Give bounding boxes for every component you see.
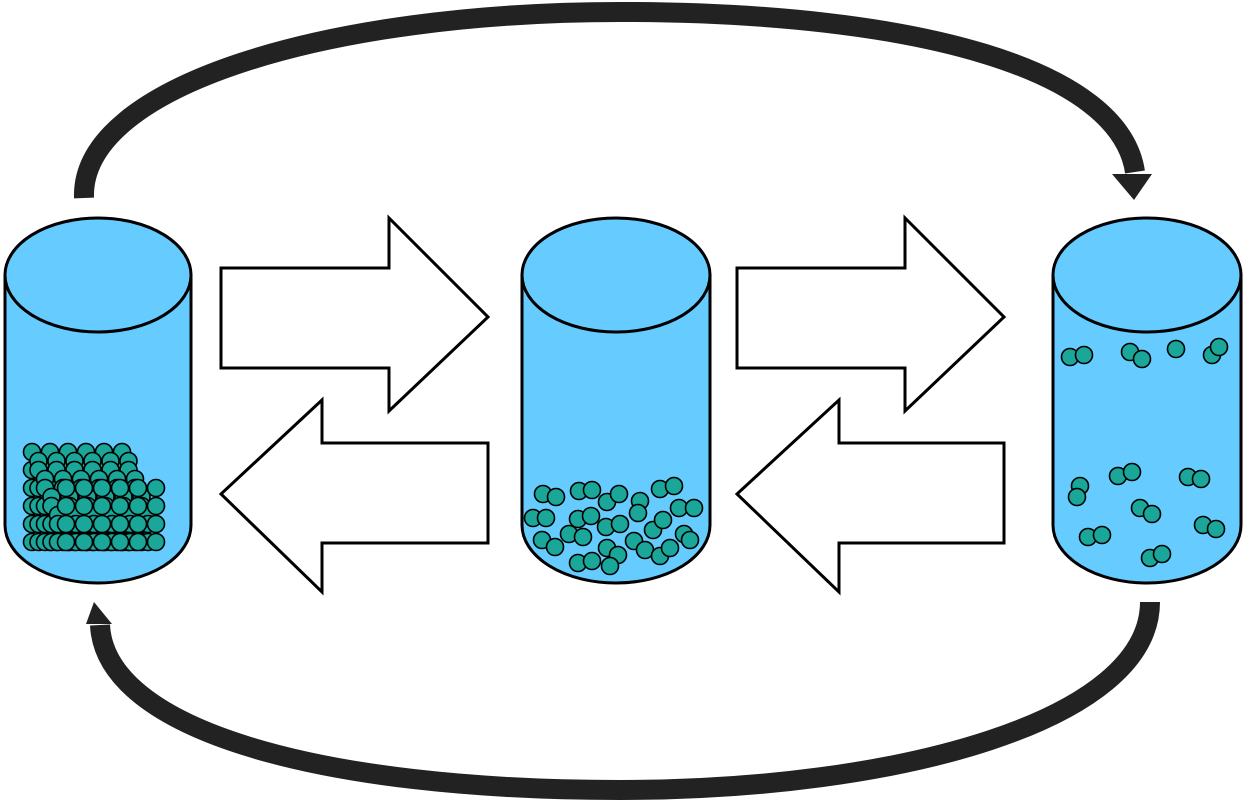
particle (110, 478, 130, 498)
particle (128, 532, 148, 552)
particle (1074, 345, 1094, 365)
particle-group-liquid (523, 476, 704, 576)
particle (92, 514, 112, 534)
particle (146, 496, 166, 516)
particle (684, 498, 704, 518)
particle (128, 478, 148, 498)
particle (610, 514, 630, 534)
block-arrow-liquid-to-gas (735, 214, 1007, 415)
block-arrow-liquid-to-solid (218, 396, 490, 596)
particle (74, 514, 94, 534)
particle (56, 478, 76, 498)
cylinder-body (520, 273, 712, 585)
particle (56, 496, 76, 516)
particle (653, 510, 673, 530)
cylinder-body (1051, 273, 1243, 585)
particle (146, 514, 166, 534)
particle (600, 556, 620, 576)
curved-arrow-solid-to-gas (73, 1, 1152, 200)
particle (680, 530, 700, 550)
particle (1209, 337, 1229, 357)
cylinder-top (3, 216, 193, 334)
particle (74, 496, 94, 516)
particle (1122, 462, 1142, 482)
particle (74, 532, 94, 552)
particle (56, 532, 76, 552)
particle (92, 478, 112, 498)
particle (1206, 519, 1226, 539)
particle (74, 478, 94, 498)
block-arrow-solid-to-liquid (219, 214, 491, 415)
particle (146, 478, 166, 498)
cylinder-top (520, 216, 712, 334)
particle (660, 538, 680, 558)
curved-arrow-bottom-head (86, 602, 112, 624)
cylinder-top (1051, 216, 1243, 334)
curved-arrow-top-head (1112, 174, 1152, 200)
particle (110, 532, 130, 552)
particle (110, 514, 130, 534)
particle (128, 496, 148, 516)
particle (1152, 544, 1172, 564)
particle (1132, 349, 1152, 369)
particle (128, 514, 148, 534)
particle (1092, 525, 1112, 545)
particle (609, 484, 629, 504)
particle (146, 532, 166, 552)
particle (1191, 469, 1211, 489)
block-arrow-gas-to-liquid (734, 396, 1006, 596)
particle (536, 508, 556, 528)
particle-group-gas (1060, 337, 1229, 568)
particle (1067, 487, 1087, 507)
particle (582, 551, 602, 571)
particle (1142, 504, 1162, 524)
particle (581, 506, 601, 526)
container-liquid (520, 216, 712, 585)
particle-group-solid (22, 442, 166, 552)
curved-arrow-top-shaft (73, 1, 1145, 199)
particle (110, 496, 130, 516)
curved-arrow-bottom-shaft (90, 601, 1160, 800)
container-gas (1051, 216, 1243, 585)
container-solid (3, 216, 193, 585)
curved-arrow-gas-to-solid (86, 601, 1160, 800)
particle (92, 496, 112, 516)
particle (582, 480, 602, 500)
particle (545, 537, 565, 557)
particle (664, 476, 684, 496)
particle (546, 487, 566, 507)
particle (573, 527, 593, 547)
particle (1166, 339, 1186, 359)
particle (628, 503, 648, 523)
particle (56, 514, 76, 534)
particle (92, 532, 112, 552)
